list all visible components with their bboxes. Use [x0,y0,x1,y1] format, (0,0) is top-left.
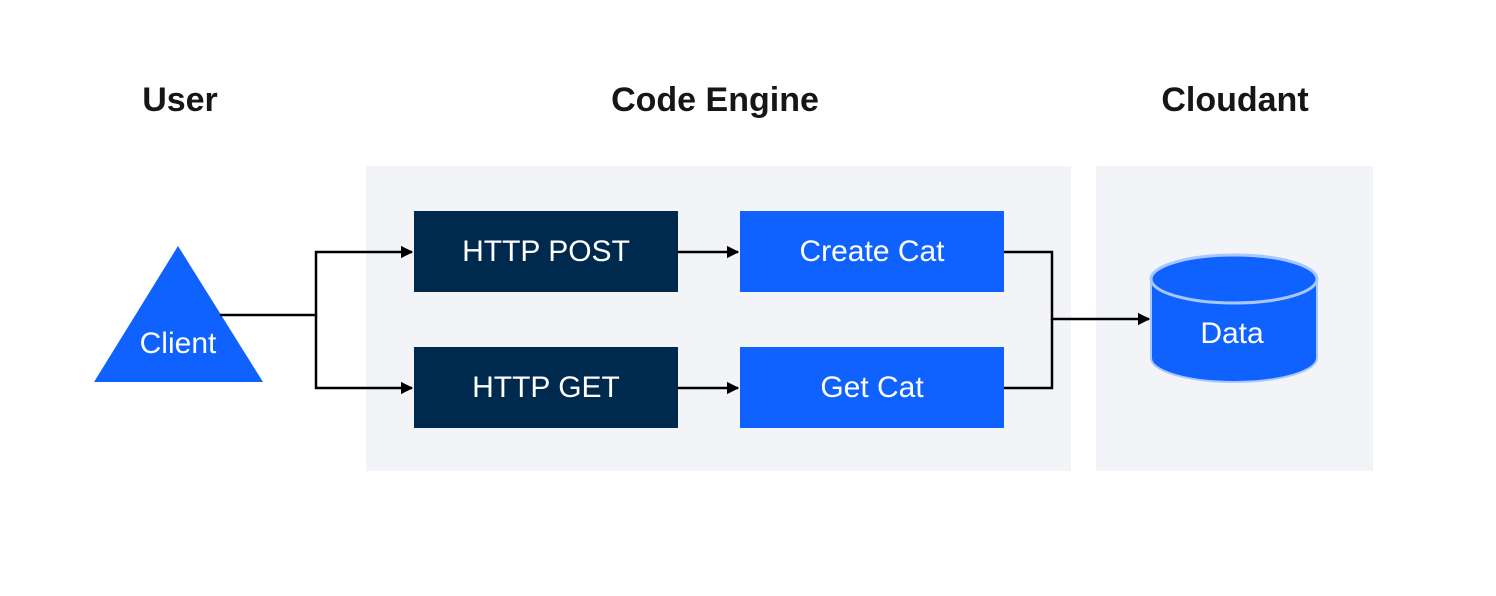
http-post-box[interactable]: HTTP POST [414,211,678,292]
get-cat-box[interactable]: Get Cat [740,347,1004,428]
data-label: Data [1200,317,1264,350]
http-post-label: HTTP POST [462,235,630,268]
create-cat-box[interactable]: Create Cat [740,211,1004,292]
client-label: Client [139,327,217,360]
column-heading-code-engine: Code Engine [611,81,819,119]
get-cat-label: Get Cat [820,371,924,404]
create-cat-label: Create Cat [799,235,945,268]
http-get-box[interactable]: HTTP GET [414,347,678,428]
column-heading-user: User [142,81,218,119]
http-get-label: HTTP GET [472,371,620,404]
column-heading-cloudant: Cloudant [1161,81,1309,119]
